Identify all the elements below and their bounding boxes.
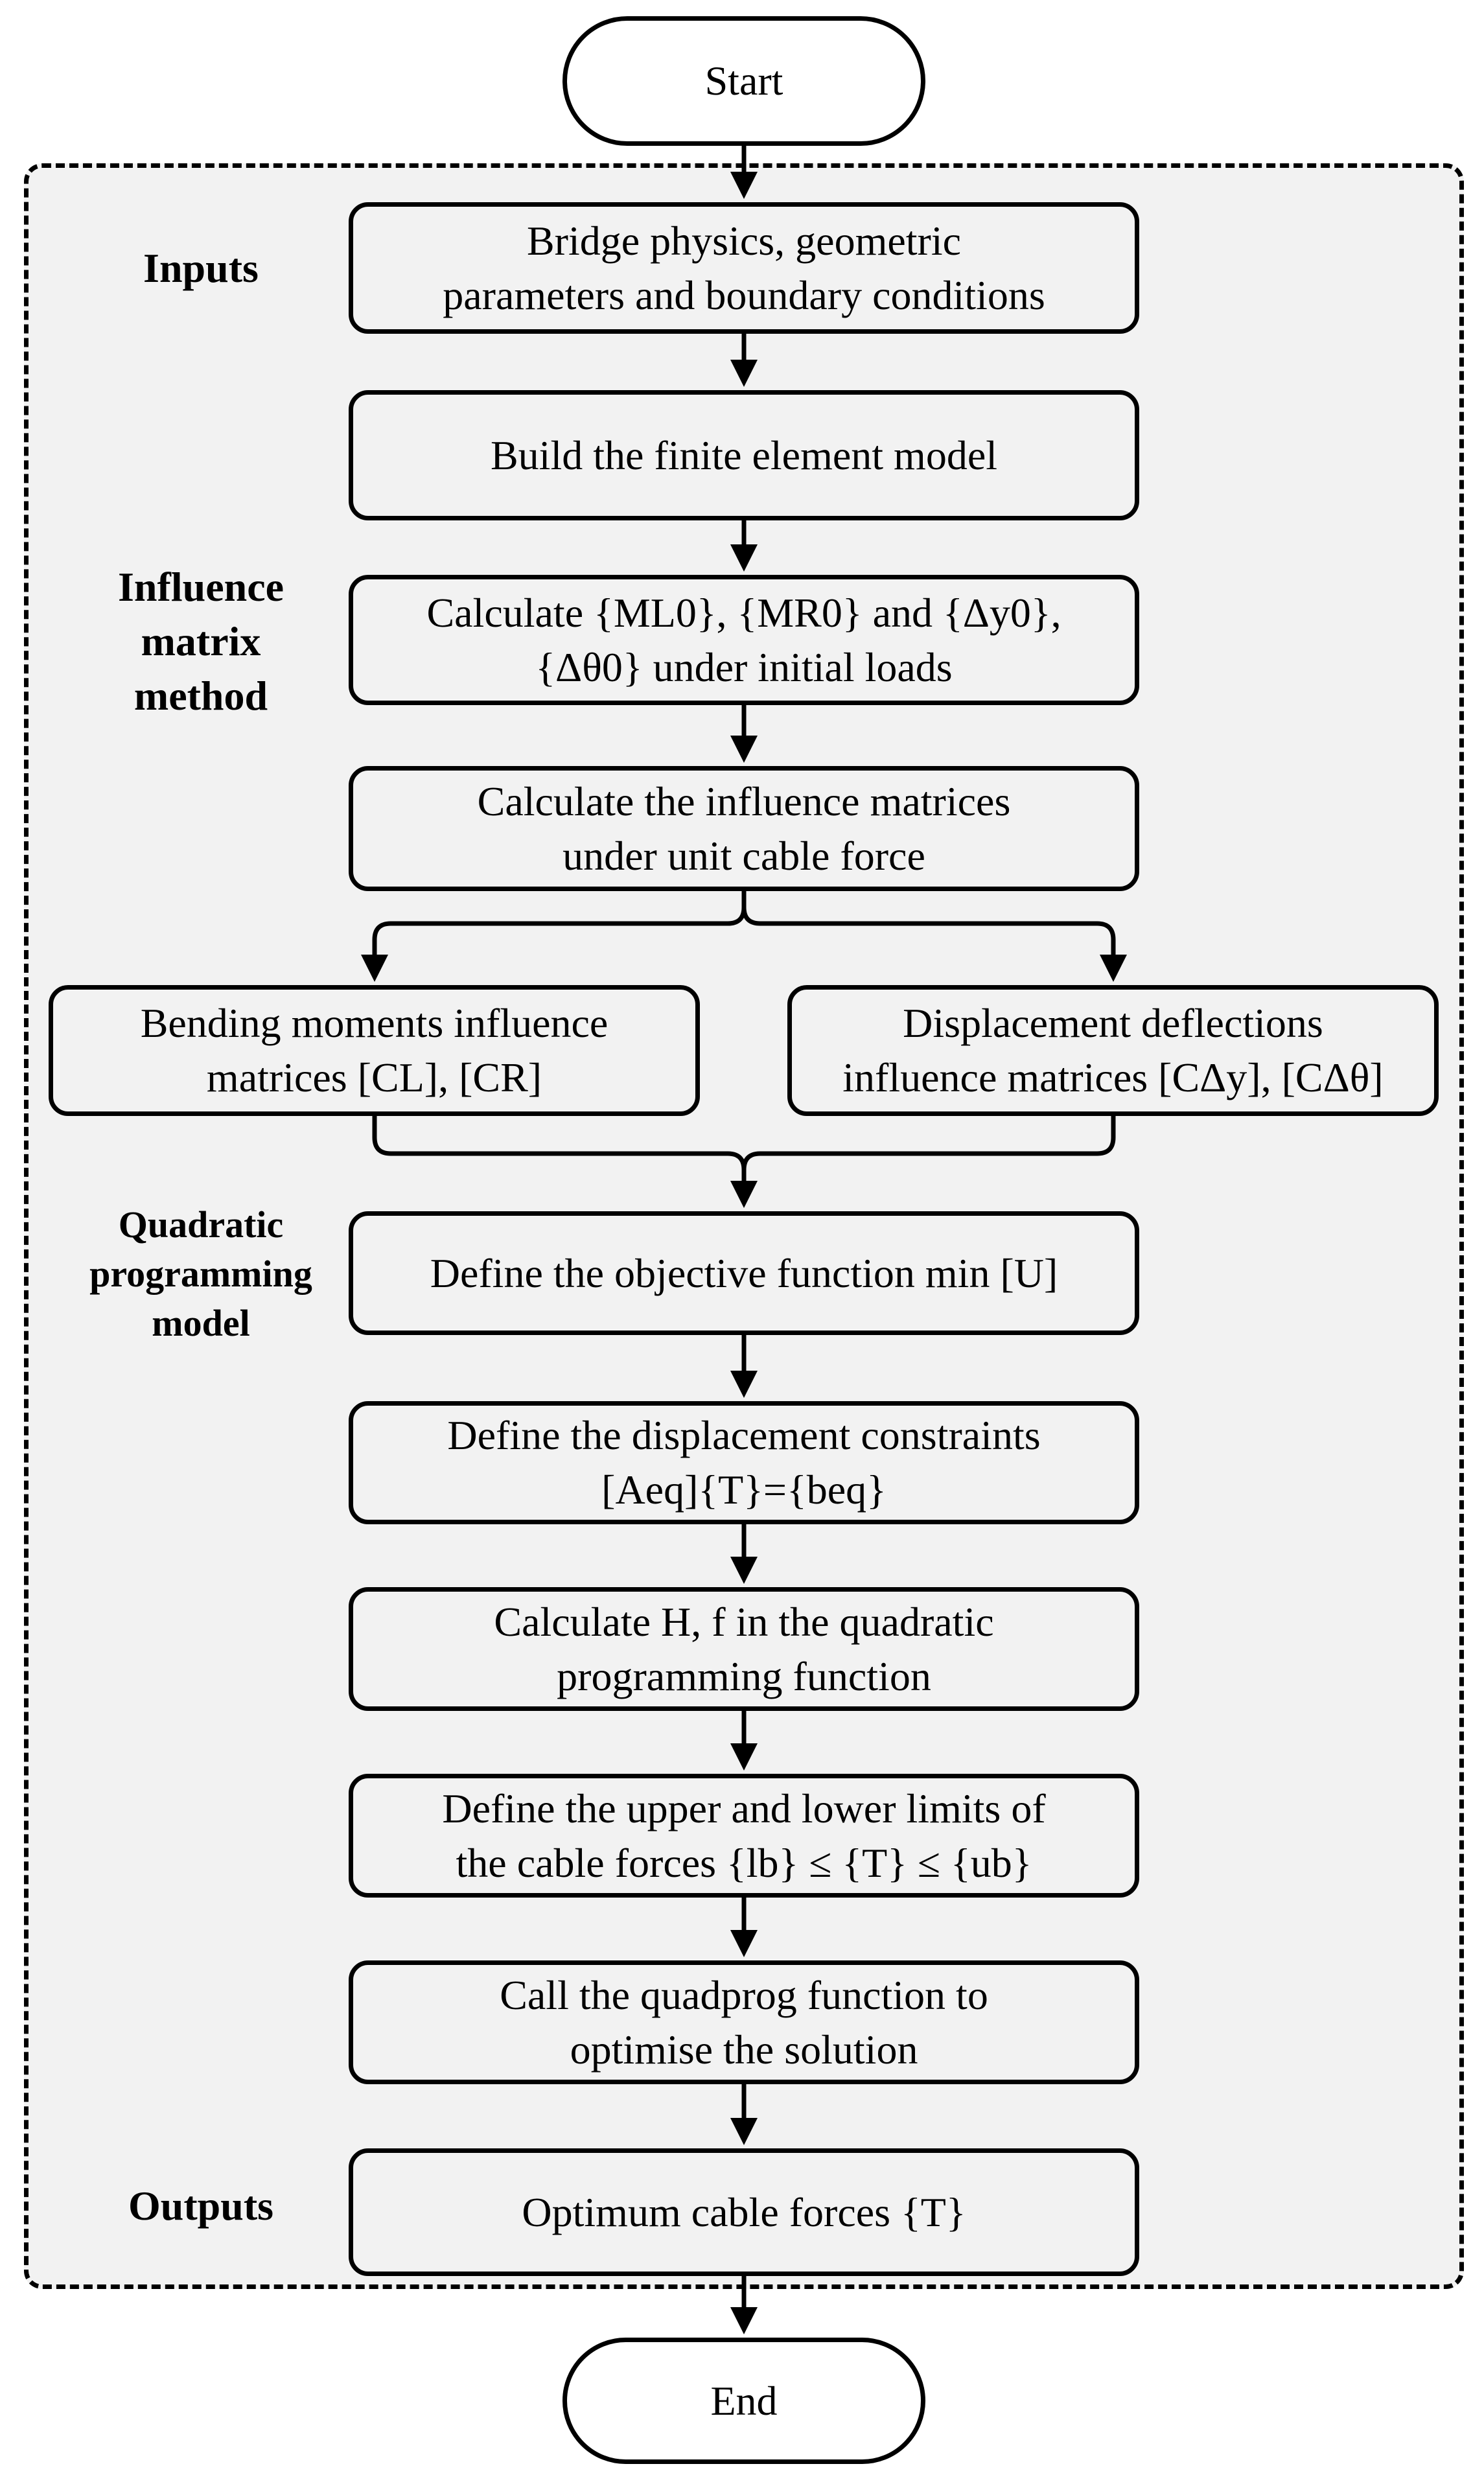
step-calc-influence-text: Calculate the influence matrices under u…: [477, 778, 1011, 879]
end-label: End: [710, 2377, 778, 2424]
step-bridge-parameters: Bridge physics, geometric parameters and…: [349, 202, 1139, 334]
step-displacement-constraints-text: Define the displacement constraints [Aeq…: [447, 1412, 1041, 1513]
step-calc-initial-text: Calculate {ML0}, {MR0} and {Δy0}, {Δθ0} …: [426, 589, 1061, 690]
start-label: Start: [704, 58, 783, 104]
step-cable-force-limits: Define the upper and lower limits of the…: [349, 1774, 1139, 1898]
stage-label-inputs: Inputs: [143, 245, 259, 291]
step-optimum-cable-forces-text: Optimum cable forces {T}: [522, 2189, 966, 2235]
merge-connector: [372, 1116, 758, 1208]
step-calc-h-f: Calculate H, f in the quadratic programm…: [349, 1587, 1139, 1711]
split-connector: [361, 891, 747, 982]
step-build-fem: Build the finite element model: [349, 390, 1139, 520]
start-terminal: Start: [562, 16, 925, 146]
step-calc-influence: Calculate the influence matrices under u…: [349, 766, 1139, 891]
stage-label-influence-matrix-method: Influence matrix method: [118, 564, 284, 719]
stage-label-outputs: Outputs: [128, 2183, 274, 2229]
step-cable-force-limits-text: Define the upper and lower limits of the…: [442, 1785, 1046, 1886]
step-quadprog-text: Call the quadprog function to optimise t…: [500, 1971, 988, 2073]
step-optimum-cable-forces: Optimum cable forces {T}: [349, 2148, 1139, 2276]
step-calc-h-f-text: Calculate H, f in the quadratic programm…: [494, 1598, 994, 1699]
step-objective-function-text: Define the objective function min [U]: [430, 1249, 1058, 1296]
step-bending-moments-text: Bending moments influence matrices [CL],…: [140, 1000, 609, 1100]
step-quadprog: Call the quadprog function to optimise t…: [349, 1960, 1139, 2084]
end-terminal: End: [562, 2338, 925, 2464]
step-build-fem-text: Build the finite element model: [490, 432, 998, 478]
step-bending-moments: Bending moments influence matrices [CL],…: [49, 985, 700, 1116]
step-objective-function: Define the objective function min [U]: [349, 1211, 1139, 1335]
step-displacement-deflections-text: Displacement deflections influence matri…: [842, 1000, 1384, 1100]
step-calc-initial: Calculate {ML0}, {MR0} and {Δy0}, {Δθ0} …: [349, 575, 1139, 705]
stage-label-quadratic-programming: Quadratic programming model: [89, 1203, 312, 1344]
step-displacement-deflections: Displacement deflections influence matri…: [787, 985, 1439, 1116]
step-bridge-parameters-text: Bridge physics, geometric parameters and…: [443, 217, 1045, 318]
step-displacement-constraints: Define the displacement constraints [Aeq…: [349, 1401, 1139, 1524]
